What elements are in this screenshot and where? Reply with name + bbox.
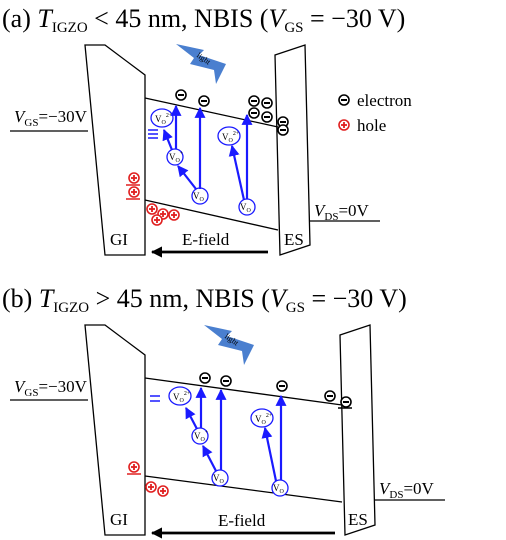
svg-text:VO+: VO+ — [194, 430, 209, 443]
hole-icon — [128, 186, 140, 198]
hole-icon — [128, 461, 140, 473]
gi-label: GI — [110, 510, 128, 529]
hole-icon — [157, 485, 169, 497]
legend-hole-label: hole — [357, 116, 386, 135]
valence-band — [144, 199, 279, 231]
trapped-electrons — [199, 372, 352, 408]
electron-icon — [175, 89, 187, 101]
electron-icon — [248, 107, 260, 119]
efield-label: E-field — [218, 511, 266, 530]
efield-label: E-field — [182, 230, 230, 249]
panel-b-title: (b) TIGZO > 45 nm, NBIS (VGS = −30 V) — [2, 284, 407, 316]
hole-legend-icon — [338, 119, 350, 131]
svg-text:VO: VO — [193, 191, 205, 203]
gi-label: GI — [110, 230, 128, 249]
vo2plus-vacancy: VO2+ — [250, 408, 274, 428]
vgs-label: VGS=−30V — [14, 377, 88, 399]
electron-icon — [248, 95, 260, 107]
vo-vacancy: VO — [211, 469, 229, 487]
light-bolt-icon: light — [176, 44, 226, 84]
hole-icon — [145, 481, 157, 493]
voplus-vacancy: VO+ — [166, 148, 184, 166]
svg-text:VO2+: VO2+ — [222, 131, 240, 144]
panel-a-title: (a) TIGZO < 45 nm, NBIS (VGS = −30 V) — [2, 4, 405, 36]
gi-slab — [84, 324, 146, 536]
legend-electron-label: electron — [357, 91, 412, 110]
vo-vacancy: VO — [271, 479, 289, 497]
holes-near-gi — [128, 461, 169, 497]
valence-band — [144, 475, 343, 503]
conduction-band — [144, 377, 343, 406]
voplus-vacancy: VO+ — [191, 427, 209, 445]
electron-legend-icon — [338, 94, 350, 106]
vo-vacancy: VO — [191, 187, 209, 205]
panel-a: (a) TIGZO < 45 nm, NBIS (VGS = −30 V) GI… — [2, 4, 412, 258]
vds-label: VDS=0V — [314, 201, 370, 223]
electron-icon — [220, 375, 232, 387]
vo2plus-vacancy: VO2+ — [168, 386, 192, 406]
es-label: ES — [284, 230, 304, 249]
vgs-label: VGS=−30V — [14, 107, 88, 129]
svg-text:VO: VO — [273, 483, 285, 495]
hole-icon — [128, 172, 140, 184]
es-label: ES — [348, 510, 368, 529]
trap-levels — [126, 129, 158, 200]
es-slab — [274, 44, 311, 256]
legend: electron hole — [338, 91, 412, 135]
electron-icon — [199, 372, 211, 384]
electron-icon — [324, 390, 336, 402]
electron-icon — [276, 380, 288, 392]
svg-text:VO: VO — [240, 202, 252, 214]
transition-arrows — [162, 104, 253, 201]
vo-vacancy: VO — [238, 198, 256, 216]
vo2plus-vacancy: VO2+ — [217, 126, 241, 146]
trap-levels — [127, 395, 352, 475]
electron-icon — [261, 97, 273, 109]
panel-b: (b) TIGZO > 45 nm, NBIS (VGS = −30 V) GI… — [2, 284, 445, 539]
electron-icon — [198, 95, 210, 107]
gi-slab — [84, 44, 146, 256]
vds-label: VDS=0V — [379, 479, 435, 501]
svg-text:VO2+: VO2+ — [255, 413, 273, 426]
electron-icon — [277, 124, 289, 136]
hole-icon — [151, 214, 163, 226]
light-bolt-icon: light — [204, 325, 254, 365]
es-slab — [339, 324, 376, 536]
vo2plus-vacancy: VO2+ — [150, 108, 174, 128]
electron-icon — [261, 111, 273, 123]
svg-text:VO+: VO+ — [169, 151, 184, 164]
svg-text:VO2+: VO2+ — [155, 113, 173, 126]
hole-icon — [168, 209, 180, 221]
conduction-band — [144, 97, 279, 128]
svg-text:VO2+: VO2+ — [173, 391, 191, 404]
electron-icon — [340, 396, 352, 408]
transition-arrows — [185, 386, 287, 482]
hole-icon — [146, 203, 158, 215]
svg-text:VO: VO — [213, 473, 225, 485]
